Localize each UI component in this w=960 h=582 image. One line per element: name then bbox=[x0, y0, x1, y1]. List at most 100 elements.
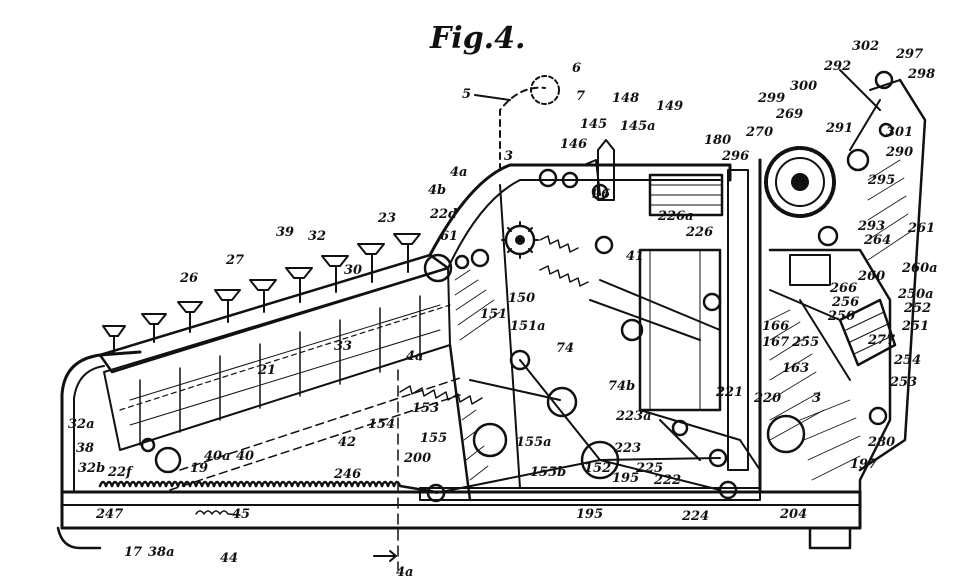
callout: 221 bbox=[715, 385, 743, 400]
callout: 246 bbox=[333, 467, 361, 482]
callout: 256 bbox=[831, 295, 859, 310]
callout: 302 bbox=[852, 39, 879, 54]
callout: 247 bbox=[95, 507, 123, 522]
callout: 151 bbox=[480, 307, 507, 322]
callout: 32a bbox=[68, 417, 95, 432]
linkages bbox=[435, 279, 851, 494]
callout: 195 bbox=[612, 471, 639, 486]
hammer-block bbox=[838, 298, 897, 367]
callout: 269 bbox=[775, 107, 803, 122]
callout: 298 bbox=[907, 67, 935, 82]
callout: 295 bbox=[867, 173, 895, 188]
callout: 253 bbox=[889, 375, 917, 390]
callout: 280 bbox=[867, 435, 895, 450]
callout: 155 bbox=[420, 431, 447, 446]
callout: 151a bbox=[510, 319, 546, 334]
callout: 17 bbox=[124, 545, 142, 560]
hatching bbox=[454, 159, 911, 481]
base-frame bbox=[56, 487, 862, 550]
rack-150 bbox=[539, 265, 589, 287]
callout: 167 bbox=[762, 335, 789, 350]
callout: 261 bbox=[907, 221, 935, 236]
callout: 148 bbox=[612, 91, 639, 106]
callout: 222 bbox=[653, 473, 681, 488]
callout: 74 bbox=[556, 341, 574, 356]
callout: 74b bbox=[608, 379, 635, 394]
callout: 38a bbox=[148, 545, 175, 560]
callout: 250a bbox=[897, 287, 934, 302]
callout: 44 bbox=[220, 551, 238, 566]
callout: 26 bbox=[179, 271, 198, 286]
callout: 23 bbox=[377, 211, 396, 226]
callout: 163 bbox=[782, 361, 809, 376]
callout: 39 bbox=[276, 225, 294, 240]
callout-labels: 6 7 5 148 149 145 145a 146 180 296 302 2… bbox=[68, 39, 938, 580]
callout: 226 bbox=[685, 225, 713, 240]
callout: 180 bbox=[704, 133, 731, 148]
callout: 4a bbox=[450, 165, 467, 180]
callout: 293 bbox=[857, 219, 885, 234]
callout: 149 bbox=[656, 99, 683, 114]
main-frame bbox=[428, 163, 732, 502]
callout: 266 bbox=[829, 281, 857, 296]
callout: 260 bbox=[857, 269, 885, 284]
dashed-circle bbox=[530, 75, 560, 105]
callout: 223 bbox=[613, 441, 641, 456]
callout: 260a bbox=[901, 261, 938, 276]
callout: 291 bbox=[825, 121, 853, 136]
coil-spring-246 bbox=[98, 480, 438, 494]
callout: 277 bbox=[867, 333, 895, 348]
callout: 152 bbox=[584, 461, 611, 476]
lever-145 bbox=[597, 139, 615, 201]
callout: 27 bbox=[225, 253, 244, 268]
callout: 32b bbox=[78, 461, 105, 476]
callout: 153 bbox=[412, 401, 439, 416]
rack-153 bbox=[399, 385, 483, 405]
callout: 6 bbox=[572, 61, 581, 76]
key-row bbox=[102, 233, 421, 353]
callout: 19 bbox=[190, 461, 208, 476]
type-unit bbox=[638, 169, 749, 471]
callout: 3 bbox=[812, 391, 821, 406]
callout: 166 bbox=[762, 319, 789, 334]
callout: 4b bbox=[428, 183, 446, 198]
callout: 30 bbox=[344, 263, 362, 278]
callout: 33 bbox=[334, 339, 352, 354]
callout: 301 bbox=[886, 125, 913, 140]
right-frame bbox=[758, 69, 927, 494]
callout: 223a bbox=[615, 409, 652, 424]
callout: 22d bbox=[429, 207, 457, 222]
callout: 204 bbox=[779, 507, 807, 522]
callout: 197 bbox=[850, 457, 877, 472]
sector-gear bbox=[501, 221, 539, 259]
callout: 299 bbox=[757, 91, 785, 106]
callout: 220 bbox=[753, 391, 781, 406]
leader-5 bbox=[474, 94, 511, 101]
callout: 150 bbox=[508, 291, 535, 306]
callout: 252 bbox=[903, 301, 931, 316]
callout: 296 bbox=[721, 149, 749, 164]
callout: 7 bbox=[576, 89, 585, 104]
callout: 38 bbox=[76, 441, 94, 456]
callout: 45 bbox=[232, 507, 250, 522]
callout: 155a bbox=[516, 435, 552, 450]
callout: 21 bbox=[257, 363, 276, 378]
callout: 145 bbox=[580, 117, 607, 132]
callout: 292 bbox=[823, 59, 851, 74]
left-frame bbox=[60, 350, 142, 494]
callout: 290 bbox=[885, 145, 913, 160]
callout: 225 bbox=[635, 461, 663, 476]
callout: 154 bbox=[368, 417, 395, 432]
callout: 251 bbox=[901, 319, 929, 334]
callout: 250 bbox=[827, 309, 855, 324]
callout: 145a bbox=[620, 119, 656, 134]
callout: 4a bbox=[396, 565, 413, 580]
rack-upper bbox=[539, 235, 579, 253]
callout: 3 bbox=[504, 149, 513, 164]
callout: 195 bbox=[576, 507, 603, 522]
callout: 61 bbox=[440, 229, 458, 244]
callout: 32 bbox=[308, 229, 326, 244]
callout: 254 bbox=[893, 353, 921, 368]
